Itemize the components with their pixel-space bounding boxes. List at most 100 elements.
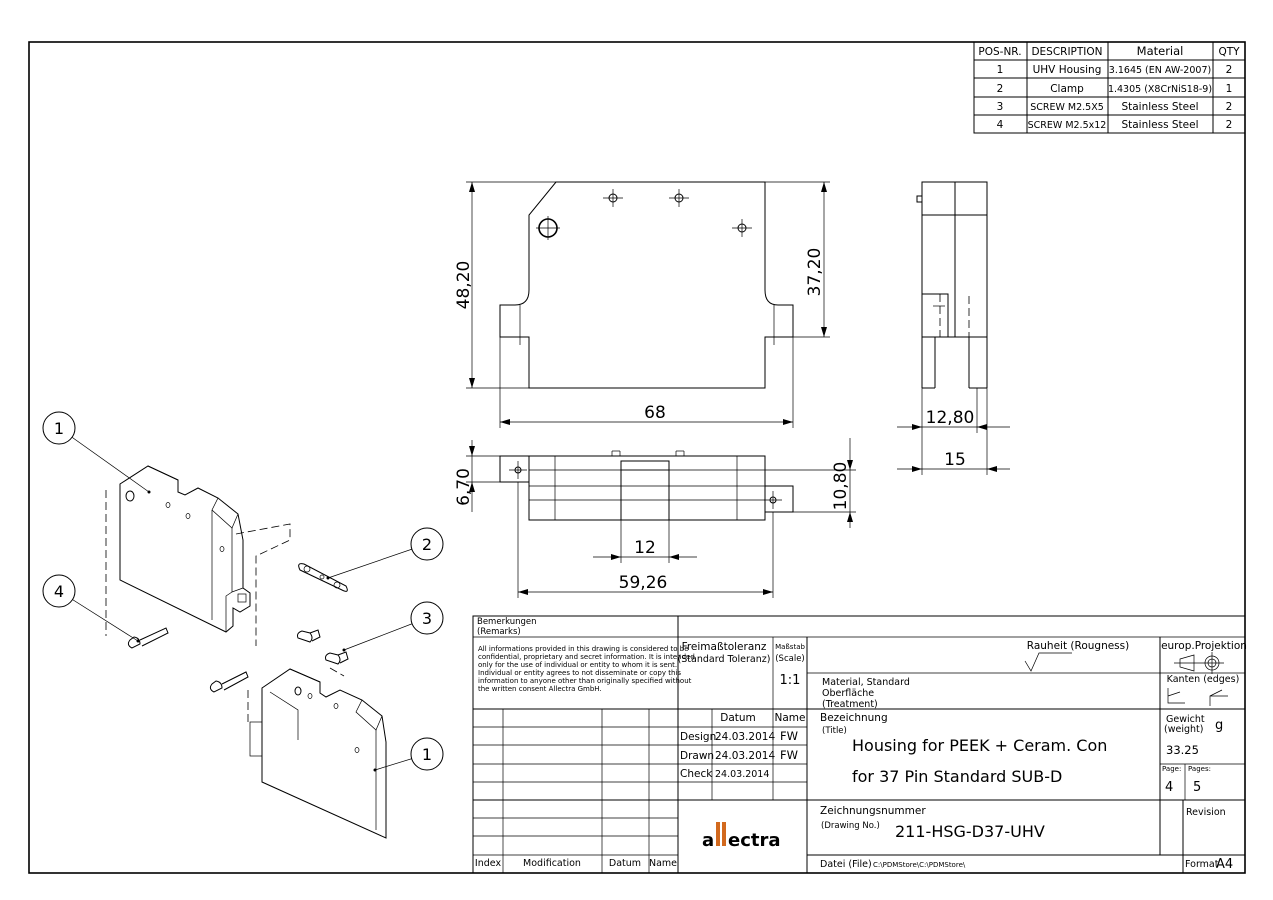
dim-height-body: 37,20 — [805, 248, 825, 297]
dim-height-total: 48,20 — [454, 261, 474, 310]
page-label: Page: — [1162, 765, 1181, 773]
bom-cell: 1 — [1226, 83, 1233, 95]
title-label: Bezeichnung — [820, 712, 888, 724]
side-view: 12,80 15 — [897, 181, 1010, 475]
name-header: Name — [775, 712, 806, 724]
title-line-1: Housing for PEEK + Ceram. Con — [852, 736, 1107, 755]
check-date: 24.03.2014 — [715, 769, 769, 780]
title-line-2: for 37 Pin Standard SUB-D — [852, 767, 1062, 786]
balloon-3 — [410, 601, 444, 635]
roughness-symbol — [1024, 652, 1072, 672]
exploded-view: 1 2 3 4 1 — [42, 411, 444, 839]
bom-cell: Stainless Steel — [1121, 119, 1198, 131]
drawn-date: 24.03.2014 — [715, 750, 775, 762]
balloon-1-upper — [42, 411, 76, 445]
roughness-label: Rauheit (Rougness) — [1027, 640, 1129, 652]
bom-cell: 2 — [1226, 101, 1233, 113]
svg-text:a: a — [702, 830, 714, 851]
dim-base-width: 59,26 — [619, 573, 668, 593]
bom-cell: Clamp — [1050, 83, 1084, 95]
material-line: (Treatment) — [822, 699, 878, 710]
name-label: Name — [649, 858, 677, 869]
bom-cell: 1.4305 (X8CrNiS18-9) — [1108, 84, 1212, 95]
weight-unit: g — [1215, 718, 1223, 733]
bom-cell: SCREW M2.5x12 — [1028, 120, 1107, 131]
edges-symbol — [1167, 688, 1228, 706]
dim-slot-width: 12 — [634, 538, 656, 558]
weight-value: 33.25 — [1166, 743, 1199, 757]
bom-cell: 2 — [997, 83, 1004, 95]
edges-label: Kanten (edges) — [1167, 674, 1240, 685]
confidential-line: Individual or entity agrees to not disse… — [478, 669, 681, 677]
design-label: Design — [680, 731, 716, 743]
dim-side-thickness: 12,80 — [926, 408, 975, 428]
design-date: 24.03.2014 — [715, 731, 775, 743]
projection-symbol — [1174, 652, 1224, 674]
bom-cell: 2 — [1226, 119, 1233, 131]
remarks-label-en: (Remarks) — [477, 627, 521, 637]
bom-cell: 1 — [997, 64, 1004, 76]
bom-header-description: DESCRIPTION — [1031, 46, 1102, 58]
balloon-4 — [42, 574, 76, 608]
title-block: Bemerkungen (Remarks) All informations p… — [472, 615, 1247, 874]
material-line: Material, Standard — [822, 677, 910, 688]
check-label: Check — [680, 768, 713, 780]
file-label: Datei (File) — [820, 859, 872, 870]
format-value: A4 — [1216, 857, 1233, 872]
bom-header-qty: QTY — [1218, 46, 1240, 58]
bom-cell: 2 — [1226, 64, 1233, 76]
confidential-line: information to anyone other than origina… — [478, 677, 692, 685]
scale-label: Maßstab — [775, 643, 805, 651]
pages-label: Pages: — [1188, 765, 1211, 773]
confidential-line: All informations provided in this drawin… — [478, 645, 689, 653]
dim-top-left-height: 6,70 — [454, 468, 474, 506]
tolerance-label-en: (Standard Toleranz) — [678, 654, 771, 665]
confidential-line: the written consent Allectra GmbH. — [478, 685, 602, 693]
confidential-line: only for the use of individual or entity… — [478, 661, 677, 669]
drawn-name: FW — [780, 748, 798, 762]
material-line: Oberfläche — [822, 688, 874, 699]
balloon-label: 3 — [422, 609, 432, 628]
weight-label-en: (weight) — [1164, 724, 1203, 735]
balloon-label: 4 — [54, 582, 64, 601]
bom-header-material: Material — [1137, 44, 1184, 58]
projection-label: europ.Projektion — [1161, 640, 1247, 652]
bom-cell: SCREW M2.5X5 — [1030, 102, 1104, 113]
scale-label-en: (Scale) — [775, 654, 805, 664]
drawn-label: Drawn — [680, 750, 714, 762]
dim-width-total: 68 — [644, 403, 666, 423]
file-path: C:\PDMStore\C:\PDMStore\ — [873, 861, 966, 869]
balloon-label: 1 — [422, 745, 432, 764]
front-view: 48,20 37,20 68 — [454, 181, 830, 428]
svg-text:ectra: ectra — [728, 830, 781, 851]
bom-cell: UHV Housing — [1033, 64, 1102, 76]
revision-label: Revision — [1186, 807, 1226, 818]
scale-value: 1:1 — [780, 673, 801, 688]
dim-top-right-height: 10,80 — [831, 462, 851, 511]
datum-label: Datum — [609, 858, 641, 869]
dim-side-total: 15 — [944, 450, 966, 470]
drawing-number: 211-HSG-D37-UHV — [895, 822, 1045, 841]
balloon-2 — [410, 527, 444, 561]
confidential-line: confidential, proprietary and secret inf… — [478, 653, 695, 661]
allectra-logo: a ectra — [702, 822, 781, 851]
balloon-1-lower — [410, 737, 444, 771]
balloon-label: 2 — [422, 535, 432, 554]
design-name: FW — [780, 729, 798, 743]
datum-header: Datum — [720, 712, 756, 724]
bom-cell: 3.1645 (EN AW-2007) — [1109, 65, 1211, 76]
bom-cell: Stainless Steel — [1121, 101, 1198, 113]
top-view: 6,70 10,80 12 59,26 — [454, 438, 856, 598]
bom-cell: 3 — [997, 101, 1004, 113]
pages-value: 5 — [1193, 780, 1201, 795]
format-label: Format — [1185, 859, 1219, 870]
tolerance-label: Freimaßtoleranz — [682, 641, 767, 653]
drawing-no-label-en: (Drawing No.) — [821, 821, 880, 831]
title-label-en: (Title) — [822, 726, 847, 736]
bom-table: POS-NR. DESCRIPTION Material QTY 1 UHV H… — [973, 41, 1246, 134]
drawing-no-label: Zeichnungsnummer — [820, 805, 926, 817]
bom-cell: 4 — [997, 119, 1004, 131]
modification-label: Modification — [523, 858, 581, 869]
bom-header-pos: POS-NR. — [978, 46, 1021, 58]
